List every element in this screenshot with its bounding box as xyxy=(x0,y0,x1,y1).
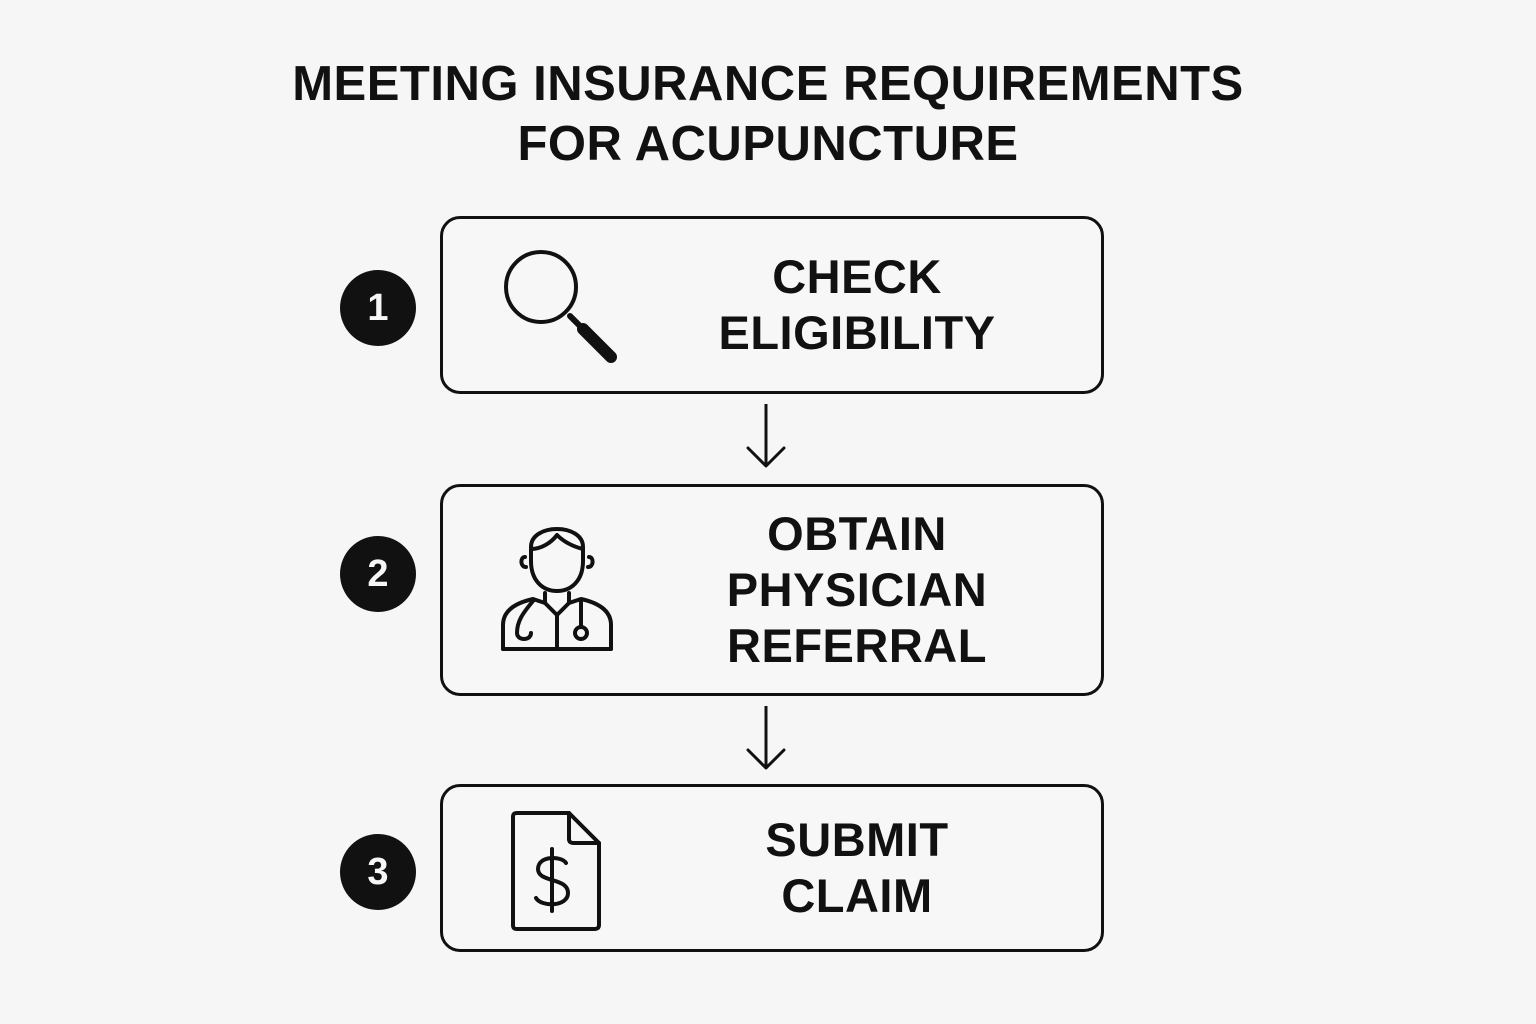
step-3-box: SUBMIT CLAIM xyxy=(440,784,1104,952)
magnifying-glass-icon xyxy=(504,250,617,363)
step-1-number-badge: 1 xyxy=(340,270,416,346)
title-line-1: MEETING INSURANCE REQUIREMENTS xyxy=(292,57,1244,111)
step-3-number-badge: 3 xyxy=(340,834,416,910)
step-2-label-line-3: REFERRAL xyxy=(727,619,987,672)
step-1-label-line-2: ELIGIBILITY xyxy=(718,306,996,359)
step-2-label-line-2: PHYSICIAN xyxy=(726,563,988,616)
step-3-label-line-2: CLAIM xyxy=(781,869,933,922)
arrow-down-2-icon xyxy=(746,706,786,770)
step-2-box: OBTAIN PHYSICIAN REFERRAL xyxy=(440,484,1104,696)
dollar-document-icon xyxy=(511,811,601,931)
step-2-label: OBTAIN PHYSICIAN REFERRAL xyxy=(653,487,1061,693)
step-2-number-badge: 2 xyxy=(340,536,416,612)
arrow-down-1-icon xyxy=(746,404,786,468)
title-line-2: FOR ACUPUNCTURE xyxy=(517,117,1019,171)
step-2-label-line-1: OBTAIN xyxy=(767,507,947,560)
physician-icon xyxy=(501,527,613,651)
step-3-label: SUBMIT CLAIM xyxy=(653,787,1061,949)
step-1-label: CHECK ELIGIBILITY xyxy=(653,219,1061,391)
step-1-box: CHECK ELIGIBILITY xyxy=(440,216,1104,394)
step-3-label-line-1: SUBMIT xyxy=(765,813,949,866)
diagram-title: MEETING INSURANCE REQUIREMENTS FOR ACUPU… xyxy=(0,54,1536,174)
step-1-label-line-1: CHECK xyxy=(772,250,942,303)
